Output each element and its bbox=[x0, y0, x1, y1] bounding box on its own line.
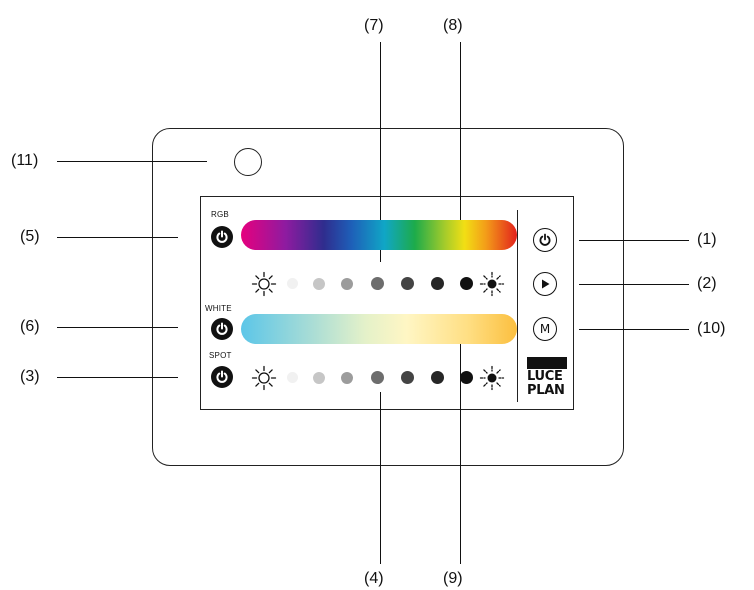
leader-line-8 bbox=[460, 42, 462, 236]
white-power-button[interactable] bbox=[211, 318, 233, 340]
white-label: WHITE bbox=[205, 304, 232, 313]
leader-line-6 bbox=[57, 327, 178, 329]
spot-brightness-step-1[interactable] bbox=[287, 372, 298, 383]
spot-brightness-step-7[interactable] bbox=[460, 371, 473, 384]
callout-10: (10) bbox=[697, 320, 726, 337]
brightness-step-2[interactable] bbox=[313, 278, 325, 290]
brand-logo-bar bbox=[527, 357, 567, 369]
sun-filled-icon bbox=[479, 271, 505, 297]
brightness-step-1[interactable] bbox=[287, 278, 298, 289]
play-icon bbox=[542, 279, 550, 289]
callout-11: (11) bbox=[11, 152, 39, 169]
brand-logo-line2: PLAN bbox=[527, 383, 565, 398]
sun-filled-icon bbox=[479, 365, 505, 391]
power-icon bbox=[539, 233, 551, 246]
callout-2: (2) bbox=[697, 275, 717, 292]
leader-line-9 bbox=[460, 330, 462, 564]
power-icon bbox=[216, 230, 228, 243]
power-icon bbox=[216, 370, 228, 383]
leader-line-5 bbox=[57, 237, 178, 239]
panel-divider bbox=[517, 210, 519, 402]
leader-line-3 bbox=[57, 377, 178, 379]
spot-brightness-step-5[interactable] bbox=[401, 371, 414, 384]
sensor-window bbox=[234, 148, 262, 176]
spot-brightness-step-6[interactable] bbox=[431, 371, 444, 384]
brightness-step-6[interactable] bbox=[431, 277, 444, 290]
mode-button[interactable]: M bbox=[533, 317, 557, 341]
sun-outline-icon bbox=[251, 365, 277, 391]
brightness-step-5[interactable] bbox=[401, 277, 414, 290]
callout-6: (6) bbox=[20, 318, 40, 335]
spot-brightness-step-2[interactable] bbox=[313, 372, 325, 384]
brightness-step-4[interactable] bbox=[371, 277, 384, 290]
leader-line-1 bbox=[579, 240, 689, 242]
rgb-power-button[interactable] bbox=[211, 226, 233, 248]
spot-brightness-step-3[interactable] bbox=[341, 372, 353, 384]
callout-4: (4) bbox=[364, 570, 384, 587]
leader-line-10 bbox=[579, 329, 689, 331]
callout-1: (1) bbox=[697, 231, 717, 248]
spot-brightness-step-4[interactable] bbox=[371, 371, 384, 384]
callout-9: (9) bbox=[443, 570, 463, 587]
brightness-step-7[interactable] bbox=[460, 277, 473, 290]
power-icon bbox=[216, 322, 228, 335]
brand-logo: LUCE PLAN bbox=[527, 357, 567, 397]
callout-7: (7) bbox=[364, 17, 384, 34]
sun-outline-icon bbox=[251, 271, 277, 297]
leader-line-2 bbox=[579, 284, 689, 286]
callout-8: (8) bbox=[443, 17, 463, 34]
rgb-color-slider[interactable] bbox=[241, 220, 517, 250]
callout-5: (5) bbox=[20, 228, 40, 245]
rgb-label: RGB bbox=[211, 210, 229, 219]
spot-label: SPOT bbox=[209, 351, 232, 360]
brand-logo-line1: LUCE bbox=[527, 369, 563, 384]
leader-line-11 bbox=[57, 161, 207, 163]
leader-line-7 bbox=[380, 42, 382, 262]
leader-line-4 bbox=[380, 392, 382, 564]
mode-m-icon: M bbox=[539, 322, 551, 336]
callout-3: (3) bbox=[20, 368, 40, 385]
white-temperature-slider[interactable] bbox=[241, 314, 517, 344]
spot-power-button[interactable] bbox=[211, 366, 233, 388]
main-power-button[interactable] bbox=[533, 228, 557, 252]
play-button[interactable] bbox=[533, 272, 557, 296]
brightness-step-3[interactable] bbox=[341, 278, 353, 290]
